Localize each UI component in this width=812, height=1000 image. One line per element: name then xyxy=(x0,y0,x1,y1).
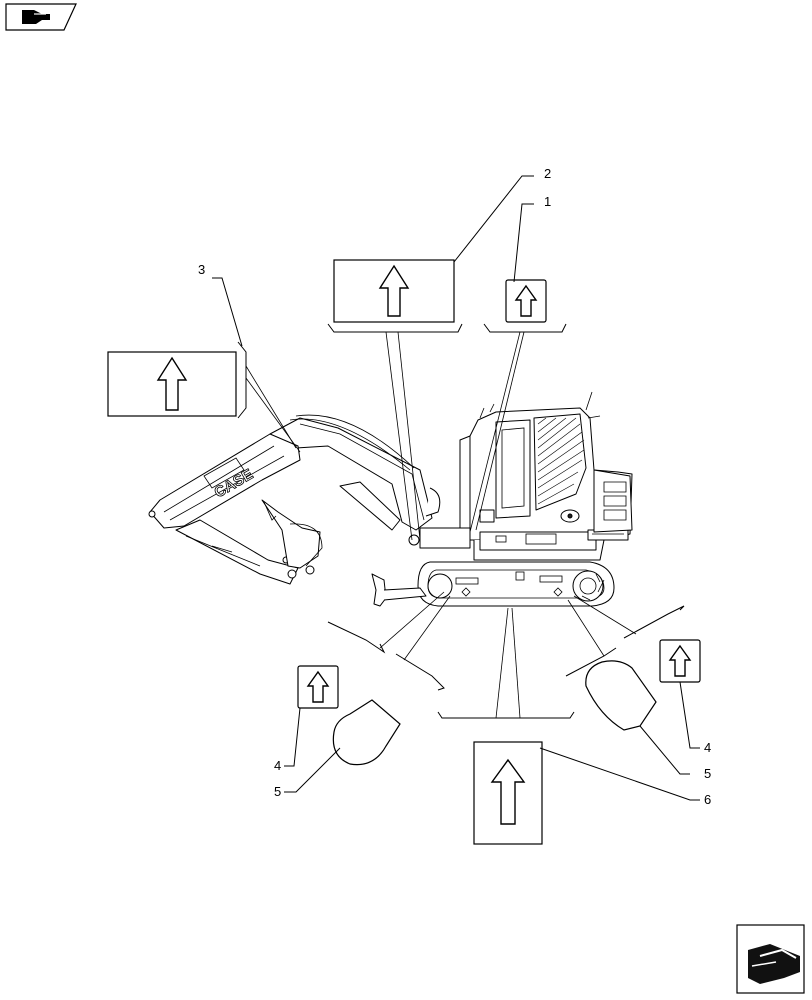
track-undercarriage xyxy=(417,561,615,607)
decal-box-6 xyxy=(473,741,543,845)
callout-6: 6 xyxy=(704,792,711,807)
arrow-up-icon xyxy=(668,644,692,677)
arrow-up-icon xyxy=(306,670,330,703)
nav-back-badge[interactable] xyxy=(5,3,77,31)
mini-excavator-drawing: CASE xyxy=(148,391,633,607)
decal-tab-5-right xyxy=(585,660,657,731)
callout-4-left: 4 xyxy=(274,758,281,773)
decal-box-4-right xyxy=(659,639,701,683)
leader-lines xyxy=(212,175,700,801)
callout-4-right: 4 xyxy=(704,740,711,755)
arrow-up-icon xyxy=(378,264,410,317)
arrow-up-icon xyxy=(156,356,188,411)
arrow-up-icon xyxy=(490,758,526,825)
callout-5-left: 5 xyxy=(274,784,281,799)
callout-2: 2 xyxy=(544,166,551,181)
bucket xyxy=(261,499,323,569)
cab-window-hatching xyxy=(537,417,585,505)
nav-next-badge[interactable] xyxy=(736,924,805,994)
boom-arm xyxy=(269,414,471,549)
callout-3: 3 xyxy=(198,262,205,277)
callout-1: 1 xyxy=(544,194,551,209)
dozer-blade xyxy=(371,573,427,607)
decal-box-4-left xyxy=(297,665,339,709)
arrow-up-icon xyxy=(514,284,538,317)
hand-pointer-icon xyxy=(22,10,50,24)
decal-tab-5-left xyxy=(332,699,401,766)
hand-pointer-icon xyxy=(748,944,800,984)
callout-5-right: 5 xyxy=(704,766,711,781)
decal-box-2 xyxy=(333,259,455,323)
decal-box-1 xyxy=(505,279,547,323)
decal-box-3 xyxy=(107,351,237,417)
upper-structure xyxy=(459,391,633,561)
